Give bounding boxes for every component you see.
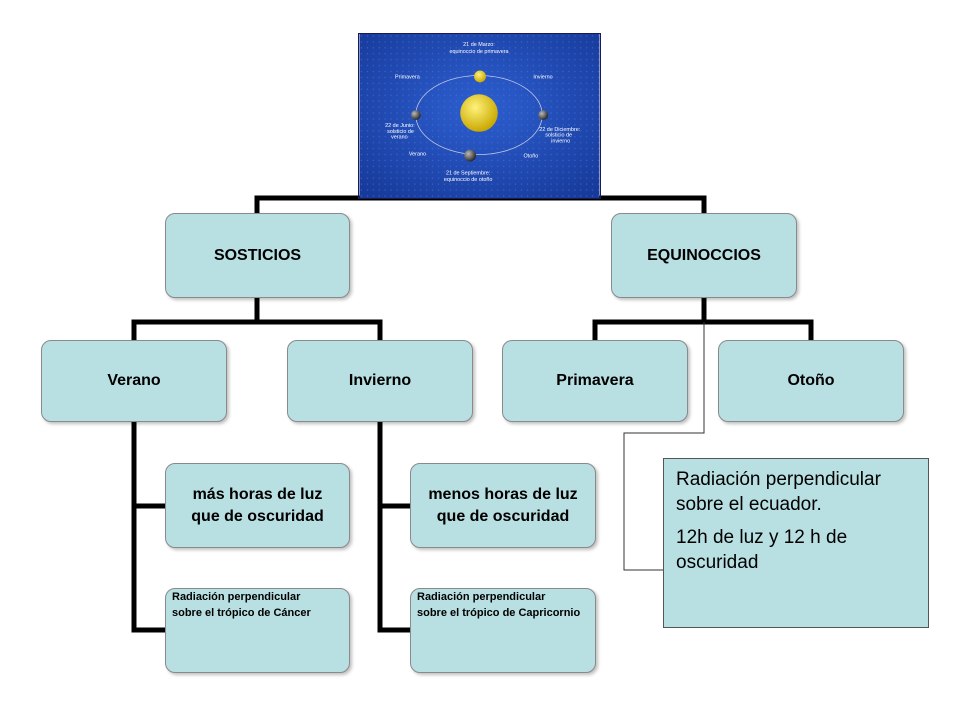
svg-text:22 de Junio:: 22 de Junio: xyxy=(385,123,415,129)
svg-text:Verano: Verano xyxy=(409,152,426,158)
svg-text:21 de Marzo:: 21 de Marzo: xyxy=(463,42,495,48)
connector-verano xyxy=(131,422,165,633)
svg-text:21 de Septiembre:: 21 de Septiembre: xyxy=(446,170,491,176)
node-otono: Otoño xyxy=(718,340,904,422)
svg-text:verano: verano xyxy=(391,135,408,141)
svg-text:Primavera: Primavera xyxy=(395,74,421,80)
sun-icon xyxy=(460,94,498,132)
connector-note xyxy=(623,322,705,571)
earth-orbit-image: 21 de Marzo: equinoccio de primavera Pri… xyxy=(358,33,601,199)
node-equinoccios: EQUINOCCIOS xyxy=(611,213,797,298)
node-invierno-radiacion: Radiación perpendicular sobre el trópico… xyxy=(410,588,596,673)
svg-text:equinoccio de primavera: equinoccio de primavera xyxy=(449,49,509,55)
node-invierno: Invierno xyxy=(287,340,473,422)
note-line-2: 12h de luz y 12 h de oscuridad xyxy=(676,527,848,573)
svg-text:invierno: invierno xyxy=(551,139,570,145)
node-invierno-luz: menos horas de luz que de oscuridad xyxy=(410,463,596,548)
connector-equinoccios xyxy=(592,298,707,340)
equinox-note: Radiación perpendicular sobre el ecuador… xyxy=(663,458,929,628)
connector-root xyxy=(254,195,707,213)
node-verano-radiacion: Radiación perpendicular sobre el trópico… xyxy=(165,588,350,673)
note-line-1: Radiación perpendicular sobre el ecuador… xyxy=(676,469,881,515)
svg-text:22 de Diciembre:: 22 de Diciembre: xyxy=(539,127,580,133)
svg-text:equinoccio de otoño: equinoccio de otoño xyxy=(444,177,493,183)
svg-text:solsticio de: solsticio de xyxy=(387,129,414,135)
connector-solsticios xyxy=(131,298,260,340)
earth-icon xyxy=(474,70,486,83)
node-solsticios: SOSTICIOS xyxy=(165,213,350,298)
svg-text:solsticio de: solsticio de xyxy=(545,133,572,139)
connector-invierno xyxy=(377,422,410,633)
node-verano: Verano xyxy=(41,340,227,422)
svg-text:Invierno: Invierno xyxy=(533,74,552,80)
svg-text:Otoño: Otoño xyxy=(523,153,538,159)
node-verano-luz: más horas de luz que de oscuridad xyxy=(165,463,350,548)
node-primavera: Primavera xyxy=(502,340,688,422)
